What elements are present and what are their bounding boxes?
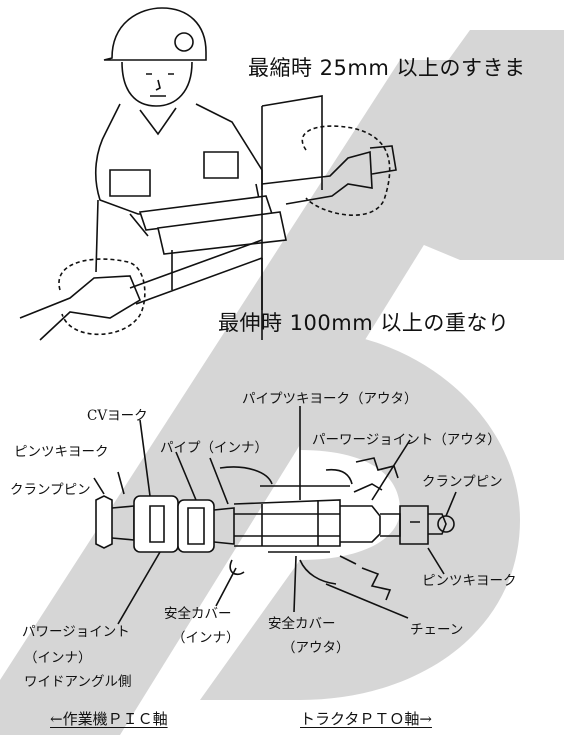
- label-safety-cover-outer-sub: （アウタ）: [282, 640, 350, 656]
- label-power-joint-inner-sub: （インナ）: [24, 650, 92, 666]
- label-wide-angle-side: ワイドアングル側: [24, 674, 132, 690]
- label-safety-cover-outer: 安全カバー: [268, 616, 336, 632]
- pto-shaft-drawing: [93, 406, 457, 625]
- worker-illustration: [19, 7, 397, 341]
- label-pipe-yoke-outer: パイプツキヨーク（アウタ）: [242, 391, 418, 407]
- label-power-joint-inner: パワージョイント: [22, 624, 130, 640]
- label-pin-yoke-right: ピンツキヨーク: [422, 573, 517, 589]
- label-max-overlap: 最伸時 100mm 以上の重なり: [218, 311, 510, 335]
- label-clamp-pin-left: クランプピン: [10, 482, 91, 498]
- footer-implement-pic-shaft: ←作業機ＰＩＣ軸: [50, 710, 168, 728]
- label-pipe-inner: パイプ（インナ）: [160, 440, 268, 456]
- label-power-joint-outer: パーワージョイント（アウタ）: [312, 432, 501, 448]
- label-pin-yoke-left: ピンツキヨーク: [14, 444, 109, 460]
- label-cv-yoke: CVヨーク: [87, 408, 148, 424]
- label-safety-cover-inner: 安全カバー: [164, 606, 232, 622]
- helmet-icon: [103, 7, 207, 61]
- footer-tractor-pto-shaft: トラクタＰＴＯ軸→: [300, 710, 432, 728]
- watermark-logo: [0, 30, 564, 735]
- label-min-clearance: 最縮時 25mm 以上のすきま: [248, 56, 526, 80]
- label-chain: チェーン: [410, 622, 464, 638]
- label-clamp-pin-right: クランプピン: [422, 474, 503, 490]
- label-safety-cover-inner-sub: （インナ）: [172, 630, 240, 646]
